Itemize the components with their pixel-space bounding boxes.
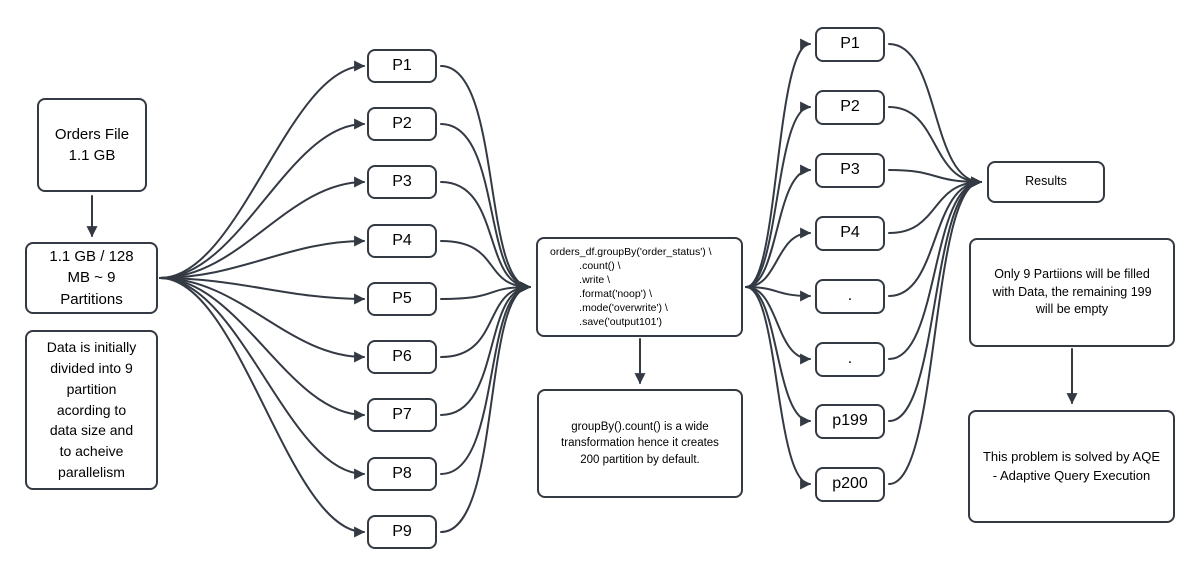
results-node: Results [987, 161, 1105, 203]
flow-arrow [745, 227, 812, 288]
flow-arrow [440, 123, 532, 293]
flow-arrow [745, 286, 812, 365]
wide-transformation-note: groupBy().count() is a wide transformati… [537, 389, 743, 498]
stage2-partition-p2: P2 [815, 90, 885, 125]
filled-partitions-note: Only 9 Partiions will be filled with Dat… [969, 238, 1175, 347]
flow-arrow [745, 38, 812, 288]
stage2-partition-p200: p200 [815, 467, 885, 502]
flow-arrow [159, 118, 366, 279]
stage1-partition-3: P3 [367, 165, 437, 199]
flow-arrow [888, 176, 983, 297]
flow-arrow [159, 277, 366, 363]
stage2-partition-p1: P1 [815, 27, 885, 62]
flow-arrow [745, 101, 812, 288]
flow-arrow [159, 277, 366, 480]
flow-arrow [440, 181, 532, 293]
initial-partition-note: Data is initially divided into 9 partiti… [25, 330, 158, 490]
flow-arrow [159, 235, 366, 279]
stage2-partition-p4: P4 [815, 216, 885, 251]
flow-arrow [440, 281, 532, 416]
flow-arrow [888, 176, 983, 485]
stage2-partition-p3: P3 [815, 153, 885, 188]
aqe-solution-note: This problem is solved by AQE - Adaptive… [968, 410, 1175, 523]
flow-arrow [159, 277, 366, 305]
flow-arrow [440, 281, 532, 475]
flow-arrow [745, 286, 812, 302]
stage2-partition-p199: p199 [815, 404, 885, 439]
flow-arrow [159, 277, 366, 538]
flow-arrow [745, 286, 812, 427]
partition-calc-node: 1.1 GB / 128 MB ~ 9 Partitions [25, 242, 158, 314]
flow-arrow [745, 164, 812, 288]
stage1-partition-7: P7 [367, 398, 437, 432]
flow-arrow [888, 176, 983, 422]
stage1-partition-8: P8 [367, 457, 437, 491]
stage1-partition-4: P4 [367, 224, 437, 258]
stage1-partition-6: P6 [367, 340, 437, 374]
flow-arrow [888, 43, 983, 188]
flow-arrow [440, 240, 532, 293]
stage2-partition-dot2: . [815, 342, 885, 377]
flow-arrow [888, 176, 983, 234]
stage1-partition-2: P2 [367, 107, 437, 141]
flow-arrow [159, 60, 366, 279]
flow-arrow [440, 65, 532, 293]
flow-arrow [159, 277, 366, 421]
flow-arrow [888, 176, 983, 360]
stage1-partition-5: P5 [367, 282, 437, 316]
flow-arrow [888, 106, 983, 188]
flow-arrow [440, 281, 532, 300]
stage1-partition-1: P1 [367, 49, 437, 83]
stage1-partition-9: P9 [367, 515, 437, 549]
flow-arrow [440, 281, 532, 533]
flow-arrow [888, 169, 983, 188]
groupby-code-node: orders_df.groupBy('order_status') \ .cou… [536, 237, 743, 337]
flow-arrow [440, 281, 532, 358]
orders-file-node: Orders File 1.1 GB [37, 98, 147, 192]
stage2-partition-dot1: . [815, 279, 885, 314]
flow-arrow [745, 286, 812, 490]
flow-arrow [159, 176, 366, 279]
